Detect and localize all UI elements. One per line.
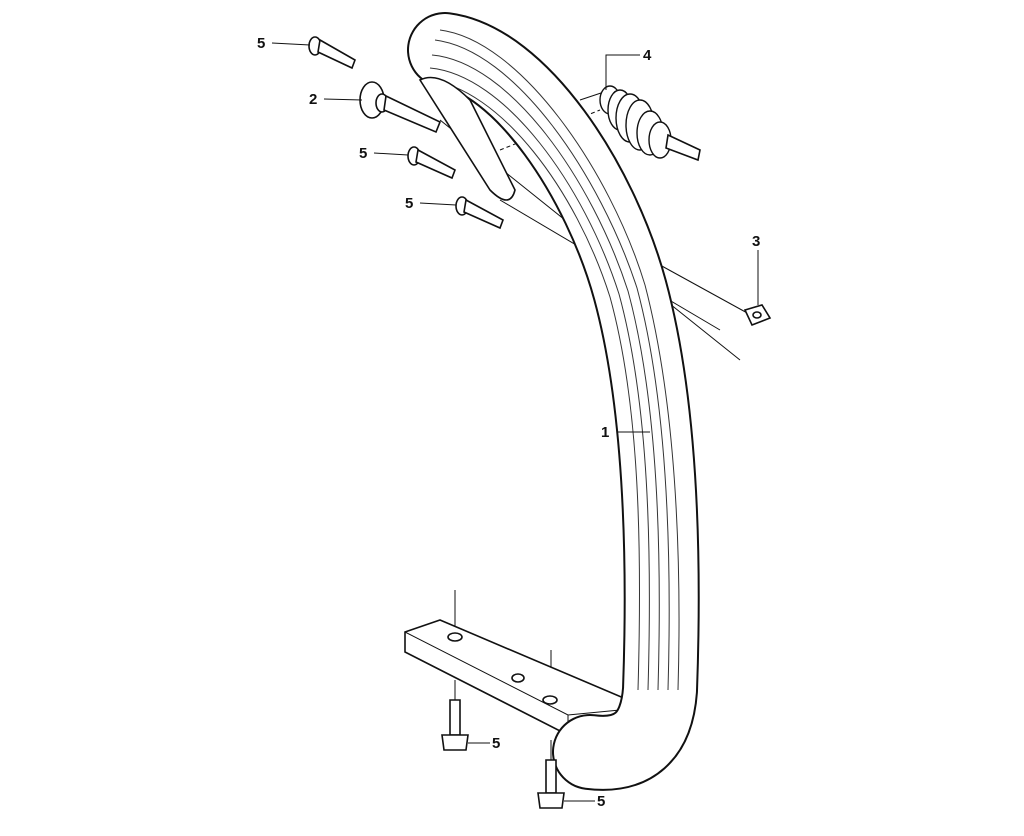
screw-5b: [407, 146, 456, 180]
callout-5b: 5: [359, 145, 367, 162]
screw-5e: [537, 759, 565, 809]
callout-5a: 5: [257, 35, 265, 52]
screws: [308, 36, 565, 809]
callout-5c: 5: [405, 195, 413, 212]
callouts: 5 2 5 5 4 3 1 5 5: [257, 35, 760, 810]
callout-2: 2: [309, 91, 317, 108]
callout-3: 3: [752, 233, 760, 250]
callout-1: 1: [601, 424, 609, 441]
callout-5d: 5: [492, 735, 500, 752]
bolt-2: [359, 81, 442, 134]
screw-5d: [441, 699, 469, 751]
square-nut: [743, 304, 772, 327]
front-handle: [407, 12, 700, 791]
screw-5a: [308, 36, 356, 70]
screw-5c: [455, 196, 504, 230]
callout-5e: 5: [597, 793, 605, 810]
callout-4: 4: [643, 47, 652, 64]
anti-vibration-spring: [599, 85, 701, 162]
